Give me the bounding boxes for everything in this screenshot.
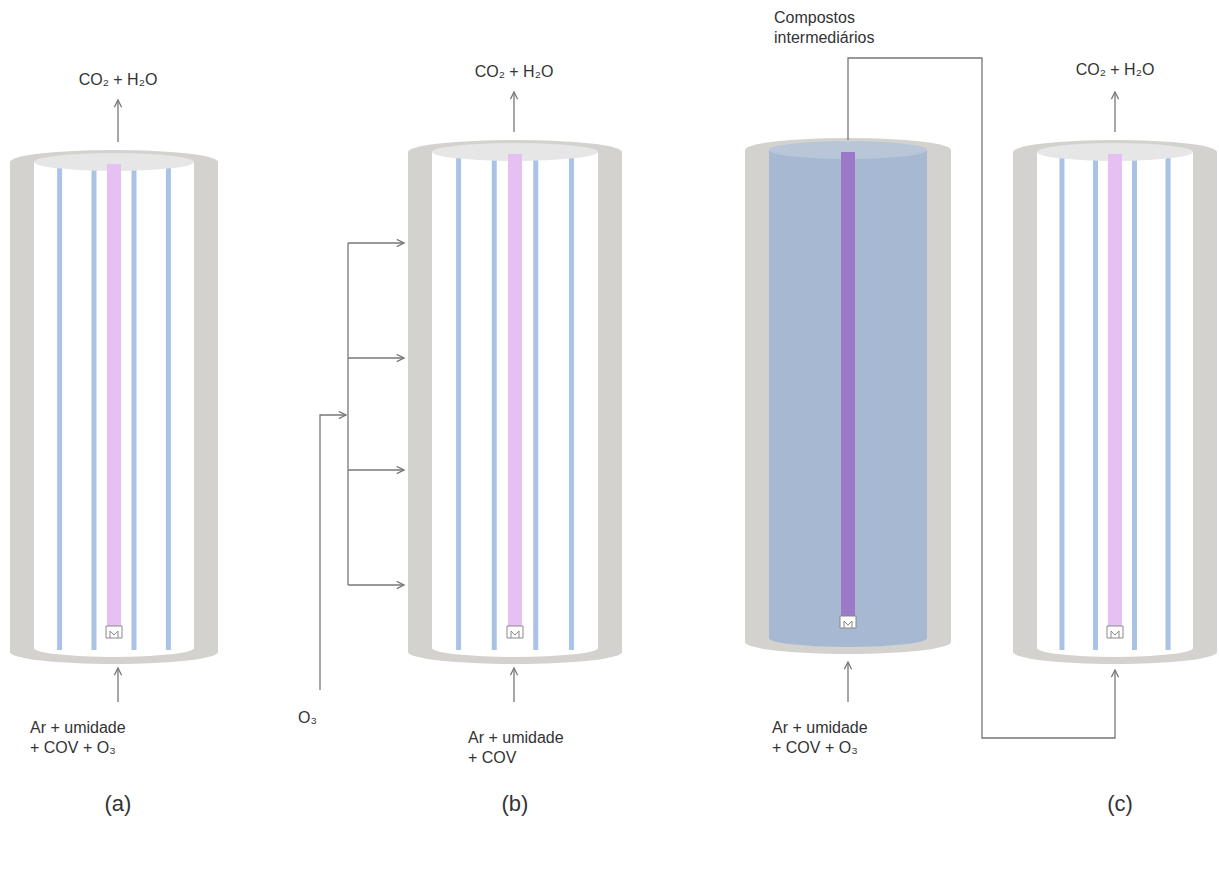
ozone-feed-line — [320, 415, 346, 690]
reactor-cylinder — [10, 150, 218, 664]
catalyst-strip — [92, 166, 97, 650]
ozone-injection-arrow — [348, 584, 404, 585]
catalyst-strip — [166, 166, 171, 650]
reactor-cylinder — [408, 140, 622, 664]
transfer-line — [848, 58, 1115, 738]
flow-label: O₃ — [298, 708, 338, 728]
ozone-injection-arrow — [348, 469, 404, 470]
catalyst-strip — [57, 166, 62, 650]
reactor-shell — [1013, 152, 1217, 664]
catalyst-strip — [456, 156, 461, 650]
ozone-injection-arrow — [348, 357, 404, 358]
catalyst-strip — [1059, 156, 1064, 650]
lamp-socket — [1107, 626, 1123, 638]
flow-label: Ar + umidade + COV + O₃ — [30, 718, 132, 758]
lamp-socket — [507, 626, 523, 638]
reactor-interior — [769, 150, 927, 647]
catalyst-strip — [1093, 156, 1098, 650]
panel-letter: (c) — [1090, 790, 1150, 818]
reactor-shell — [10, 162, 218, 664]
panel-letter: (a) — [88, 790, 148, 818]
reactor-interior — [34, 162, 194, 657]
reactor-shell — [408, 152, 622, 664]
flow-label: CO₂ + H₂O — [58, 70, 178, 90]
flow-label: Ar + umidade + COV — [468, 728, 570, 768]
catalyst-strip — [492, 156, 497, 650]
flow-label: Compostos intermediários — [774, 8, 890, 48]
outlet-arrow — [117, 100, 118, 142]
ozone-injection-arrow — [348, 242, 404, 243]
catalyst-strip — [569, 156, 574, 650]
uv-lamp — [1108, 154, 1122, 626]
outlet-arrow — [1114, 92, 1115, 132]
catalyst-strip — [1166, 156, 1171, 650]
uv-lamp — [508, 154, 522, 626]
reactor-interior — [1037, 152, 1193, 657]
outlet-arrow — [513, 92, 514, 132]
reactor-interior — [432, 152, 598, 657]
inlet-arrow — [847, 662, 848, 702]
catalyst-strip — [1132, 156, 1137, 650]
catalyst-strip — [533, 156, 538, 650]
reactor-cylinder — [745, 138, 951, 654]
reactor-shell — [745, 150, 951, 654]
lamp-socket — [106, 626, 122, 638]
inlet-arrow — [513, 668, 514, 702]
flow-label: Ar + umidade + COV + O₃ — [772, 718, 874, 758]
ozone-manifold — [347, 243, 348, 585]
flow-label: CO₂ + H₂O — [1055, 60, 1175, 80]
lamp-socket — [840, 616, 856, 628]
reactor-cylinder — [1013, 140, 1217, 664]
flow-label: CO₂ + H₂O — [454, 62, 574, 82]
panel-letter: (b) — [485, 790, 545, 818]
uv-lamp — [107, 164, 121, 626]
catalyst-strip — [132, 166, 137, 650]
inlet-arrow — [117, 668, 118, 702]
uv-lamp — [841, 152, 855, 616]
